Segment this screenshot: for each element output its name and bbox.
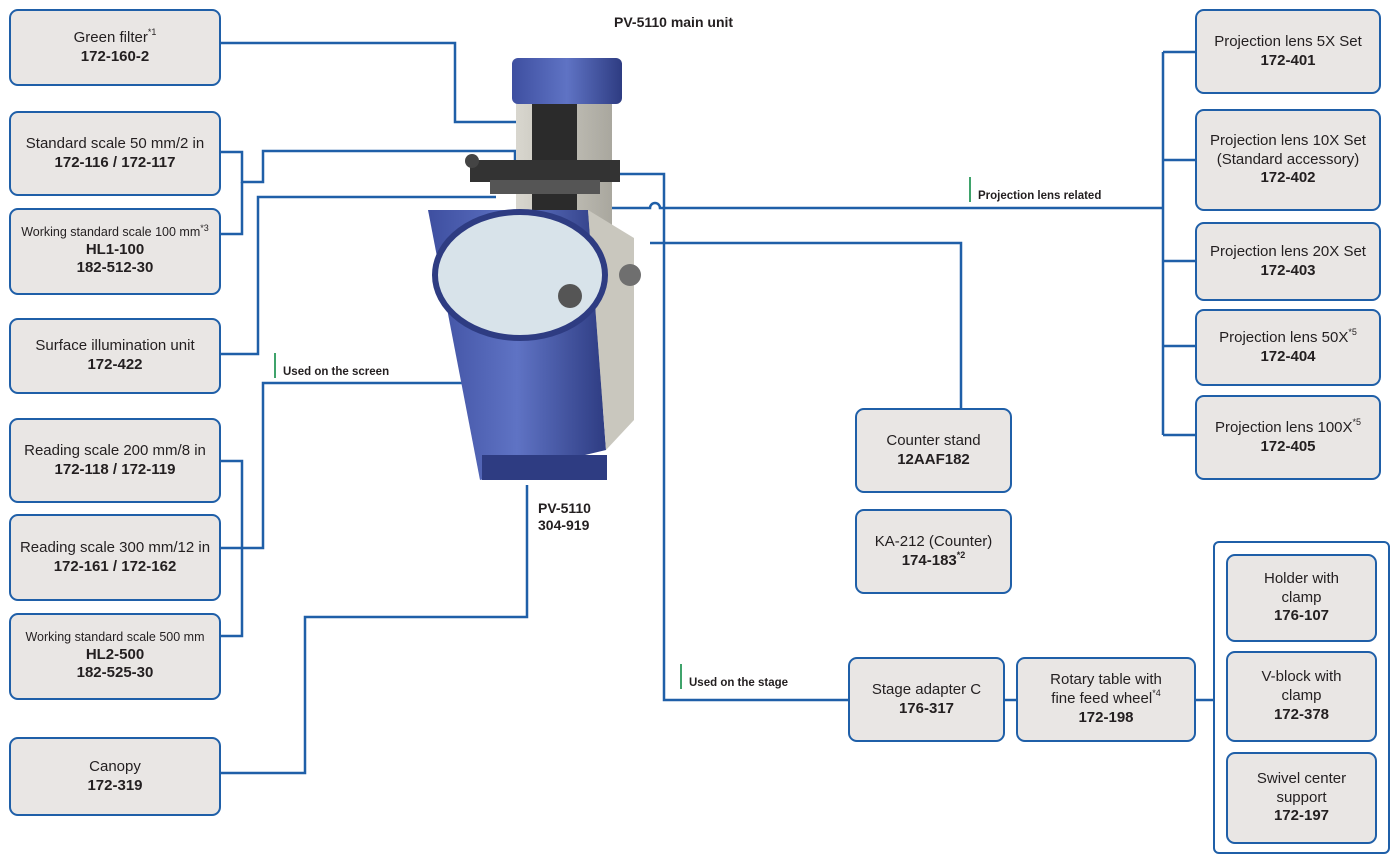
box-name: Standard scale 50 mm/2 in: [25, 134, 205, 152]
label-used-on-screen: Used on the screen: [274, 353, 389, 378]
box-rotary-table: Rotary table with fine feed wheel*4 172-…: [1016, 657, 1196, 742]
box-canopy: Canopy 172-319: [9, 737, 221, 816]
box-name: KA-212 (Counter): [874, 532, 993, 550]
box-projection-lens-20x: Projection lens 20X Set 172-403: [1195, 222, 1381, 301]
box-name: Rotary table with: [1050, 671, 1162, 689]
box-counter: KA-212 (Counter) 174-183*2: [855, 509, 1012, 594]
box-code: 172-403: [1260, 261, 1316, 279]
box-name: Swivel center: [1256, 769, 1347, 787]
box-counter-stand: Counter stand 12AAF182: [855, 408, 1012, 493]
footnote-mark: *4: [1152, 688, 1161, 699]
box-code: 174-183: [901, 551, 957, 569]
box-surface-illumination-unit: Surface illumination unit 172-422: [9, 318, 221, 394]
box-code: HL2-500: [85, 645, 145, 663]
box-name: Projection lens 10X Set: [1210, 131, 1366, 149]
box-name: Green filter: [73, 28, 148, 46]
box-name: Projection lens 20X Set: [1210, 242, 1366, 260]
box-name: V-block with: [1261, 668, 1342, 686]
box-name-line2: (Standard accessory): [1216, 150, 1360, 168]
box-green-filter: Green filter*1 172-160-2: [9, 9, 221, 86]
box-v-block-with-clamp: V-block with clamp 172-378: [1226, 651, 1377, 742]
main-unit-name: PV-5110: [538, 500, 591, 516]
label-used-on-stage: Used on the stage: [680, 664, 788, 689]
box-projection-lens-50x: Projection lens 50X*5 172-404: [1195, 309, 1381, 386]
box-name: Working standard scale 100 mm: [21, 224, 201, 239]
box-code: 182-512-30: [76, 259, 154, 277]
box-name-line2: fine feed wheel: [1051, 690, 1153, 708]
box-code: 176-317: [898, 699, 955, 717]
box-code: 172-116 / 172-117: [54, 153, 176, 171]
box-name: Reading scale 300 mm/12 in: [19, 538, 211, 556]
box-code: 182-525-30: [76, 664, 154, 682]
box-name: Projection lens 50X: [1219, 328, 1349, 346]
box-code: 172-422: [87, 356, 143, 373]
box-code: 172-160-2: [80, 47, 150, 65]
box-swivel-center-support: Swivel center support 172-197: [1226, 752, 1377, 844]
box-code: 172-118 / 172-119: [54, 460, 176, 478]
box-projection-lens-5x: Projection lens 5X Set 172-401: [1195, 9, 1381, 94]
box-code: 172-401: [1260, 51, 1316, 69]
label-projection-lens-related: Projection lens related: [969, 177, 1101, 202]
box-name-line2: support: [1276, 788, 1327, 806]
box-code: 172-405: [1260, 437, 1316, 455]
box-reading-scale-200: Reading scale 200 mm/8 in 172-118 / 172-…: [9, 418, 221, 503]
box-name: Working standard scale 500 mm: [25, 629, 205, 644]
box-name: Surface illumination unit: [35, 337, 195, 355]
box-working-standard-scale-100: Working standard scale 100 mm*3 HL1-100 …: [9, 208, 221, 295]
footnote-mark: *5: [1352, 416, 1362, 427]
box-code: 172-319: [87, 776, 143, 794]
box-name: Reading scale 200 mm/8 in: [24, 441, 206, 459]
box-code: 172-197: [1273, 807, 1330, 825]
box-standard-scale-50: Standard scale 50 mm/2 in 172-116 / 172-…: [9, 111, 221, 196]
main-unit-code: 304-919: [538, 516, 590, 533]
box-code: 176-107: [1273, 607, 1330, 625]
box-name: Projection lens 100X: [1214, 418, 1353, 436]
box-name: Canopy: [89, 757, 141, 775]
main-unit-caption: PV-5110 304-919: [538, 500, 591, 534]
box-code: 172-161 / 172-162: [53, 557, 177, 575]
box-name: Counter stand: [886, 431, 981, 449]
box-reading-scale-300: Reading scale 300 mm/12 in 172-161 / 172…: [9, 514, 221, 601]
box-code: 12AAF182: [897, 450, 970, 468]
box-code: 172-378: [1273, 705, 1330, 723]
holder-group-frame: [1213, 541, 1390, 854]
box-code: HL1-100: [85, 240, 145, 258]
box-holder-with-clamp: Holder with clamp 176-107: [1226, 554, 1377, 642]
footnote-mark: *2: [956, 549, 966, 560]
box-working-standard-scale-500: Working standard scale 500 mm HL2-500 18…: [9, 613, 221, 700]
diagram-title: PV-5110 main unit: [614, 14, 734, 30]
box-name: Holder with: [1263, 569, 1340, 587]
footnote-mark: *5: [1348, 326, 1357, 337]
footnote-mark: *3: [200, 222, 209, 233]
box-name: Projection lens 5X Set: [1214, 32, 1362, 50]
box-name-line2: clamp: [1281, 687, 1322, 705]
box-stage-adapter-c: Stage adapter C 176-317: [848, 657, 1005, 742]
projector-main-unit-illustration: [428, 58, 641, 480]
box-code: 172-404: [1260, 347, 1316, 365]
footnote-mark: *1: [147, 26, 157, 37]
box-projection-lens-100x: Projection lens 100X*5 172-405: [1195, 395, 1381, 480]
box-name: Stage adapter C: [871, 680, 982, 698]
box-projection-lens-10x: Projection lens 10X Set (Standard access…: [1195, 109, 1381, 211]
box-code: 172-198: [1078, 708, 1134, 726]
box-name-line2: clamp: [1281, 588, 1322, 606]
box-code: 172-402: [1260, 169, 1316, 187]
